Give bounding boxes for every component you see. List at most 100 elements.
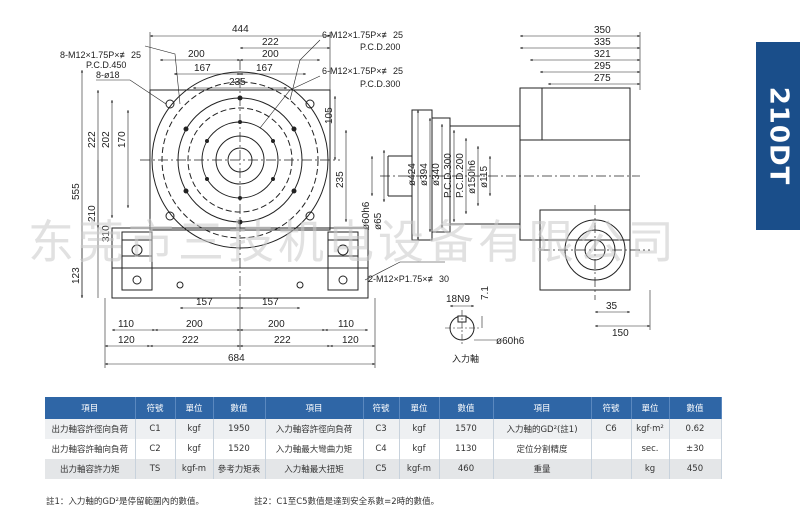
header-item-2: 項目 xyxy=(265,397,364,419)
table-cell: 1520 xyxy=(213,439,266,459)
table-cell: 入力軸最大彎曲力矩 xyxy=(265,439,364,459)
input-shaft-section xyxy=(445,304,498,346)
dim-202: 202 xyxy=(101,131,112,148)
table-cell xyxy=(591,459,632,479)
company-watermark: 东莞市三技机电设备有限公司 xyxy=(28,215,678,269)
header-unit-1: 單位 xyxy=(175,397,214,419)
callout-6-m12-b: 6-M12×1.75P×≢ 25 xyxy=(322,66,403,76)
front-dimension-text: 444 222 200 200 167 167 235 555 222 202 … xyxy=(60,24,403,364)
table-cell: 0.62 xyxy=(669,419,722,439)
dim-d340: ø340 xyxy=(431,163,442,186)
spec-table: 項目 符號 單位 數值 項目 符號 單位 數值 項目 符號 單位 數值 出力軸容… xyxy=(45,397,722,479)
dim-170: 170 xyxy=(117,131,128,148)
callout-pcd450: P.C.D.450 xyxy=(86,60,126,70)
dim-684: 684 xyxy=(228,353,245,364)
table-cell: kgf xyxy=(175,419,214,439)
table-cell: TS xyxy=(135,459,176,479)
dim-200-right: 200 xyxy=(262,49,279,60)
header-item-3: 項目 xyxy=(493,397,592,419)
callout-2-m12: 2-M12×P1.75×≢ 30 xyxy=(368,274,449,284)
header-symbol-1: 符號 xyxy=(135,397,176,419)
header-unit-2: 單位 xyxy=(399,397,440,419)
dim-444: 444 xyxy=(232,24,249,35)
side-dimension-lines xyxy=(364,32,651,330)
dim-167-left: 167 xyxy=(194,63,211,74)
dim-222-v: 222 xyxy=(87,131,98,148)
dim-120-right: 120 xyxy=(342,335,359,346)
dim-d65: ø65 xyxy=(373,212,384,230)
dim-200-left: 200 xyxy=(188,49,205,60)
table-cell: 1570 xyxy=(439,419,494,439)
front-dimension-lines xyxy=(80,32,376,368)
dim-235-v: 235 xyxy=(335,171,346,188)
table-cell: 出力軸容許力矩 xyxy=(45,459,136,479)
dim-pcd300-v: P.C.D.300 xyxy=(443,153,454,198)
footnote-2: 註2：C1至C5數值是達到安全系數=2時的數值。 xyxy=(254,497,440,507)
table-cell: 460 xyxy=(439,459,494,479)
dim-pcd200-v: P.C.D.200 xyxy=(455,153,466,198)
table-cell: sec. xyxy=(631,439,670,459)
table-cell: C3 xyxy=(363,419,400,439)
dim-18n9: 18N9 xyxy=(446,294,470,305)
dim-222-br: 222 xyxy=(274,335,291,346)
front-pad-right xyxy=(327,231,359,291)
dim-222: 222 xyxy=(262,37,279,48)
dim-321: 321 xyxy=(594,49,611,60)
table-cell: 入力軸的GD²(註1) xyxy=(493,419,592,439)
front-bolt-holes xyxy=(183,95,297,225)
side-view xyxy=(380,87,650,300)
dim-222-bl: 222 xyxy=(182,335,199,346)
side-top-block xyxy=(519,87,631,141)
dim-d394: ø394 xyxy=(419,163,430,186)
table-cell: kgf xyxy=(175,439,214,459)
table-cell: 定位分割精度 xyxy=(493,439,592,459)
callout-8-m12: 8-M12×1.75P×≢ 25 xyxy=(60,50,141,60)
table-cell: 入力軸最大扭矩 xyxy=(265,459,364,479)
table-cell: C4 xyxy=(363,439,400,459)
dim-157-left: 157 xyxy=(196,297,213,308)
callout-6-m12-a: 6-M12×1.75P×≢ 25 xyxy=(322,30,403,40)
table-row: 出力軸容許力矩 TS kgf-m 參考力矩表 入力軸最大扭矩 C5 kgf-m … xyxy=(45,459,722,479)
header-item-1: 項目 xyxy=(45,397,136,419)
table-row: 出力軸容許徑向負荷 C1 kgf 1950 入力軸容許徑向負荷 C3 kgf 1… xyxy=(45,419,722,439)
dim-350: 350 xyxy=(594,25,611,36)
header-symbol-3: 符號 xyxy=(591,397,632,419)
table-cell xyxy=(591,439,632,459)
spec-table-header: 項目 符號 單位 數值 項目 符號 單位 數值 項目 符號 單位 數值 xyxy=(45,397,722,419)
header-symbol-2: 符號 xyxy=(363,397,400,419)
table-cell: kgf-m xyxy=(399,459,440,479)
dim-200-bl: 200 xyxy=(186,319,203,330)
model-tag: 210DT xyxy=(756,42,800,230)
header-value-3: 數值 xyxy=(669,397,722,419)
dim-105: 105 xyxy=(324,107,335,124)
dim-120-left: 120 xyxy=(118,335,135,346)
front-pad-left xyxy=(121,231,153,291)
dim-110-left: 110 xyxy=(118,319,134,330)
dim-150: 150 xyxy=(612,328,629,339)
dim-110-right: 110 xyxy=(338,319,354,330)
dim-295: 295 xyxy=(594,61,611,72)
front-view xyxy=(111,60,369,300)
dim-d150h6: ø150h6 xyxy=(467,160,478,194)
table-row: 出力軸容許軸向負荷 C2 kgf 1520 入力軸最大彎曲力矩 C4 kgf 1… xyxy=(45,439,722,459)
dim-235: 235 xyxy=(229,77,246,88)
table-cell: 450 xyxy=(669,459,722,479)
table-cell: 入力軸容許徑向負荷 xyxy=(265,419,364,439)
dim-157-right: 157 xyxy=(262,297,279,308)
dim-d115: ø115 xyxy=(479,166,490,188)
table-cell: 出力軸容許軸向負荷 xyxy=(45,439,136,459)
dim-123: 123 xyxy=(71,267,82,284)
table-cell: C6 xyxy=(591,419,632,439)
callout-pcd300: P.C.D.300 xyxy=(360,79,400,89)
header-value-1: 數值 xyxy=(213,397,266,419)
table-cell: kgf xyxy=(399,439,440,459)
dim-d60h6: ø60h6 xyxy=(361,201,372,230)
dim-d424: ø424 xyxy=(407,163,418,186)
callout-8-d18: 8-ø18 xyxy=(96,70,120,80)
footnote-1: 註1：入力軸的GD²是停留範圍內的數值。 xyxy=(46,497,204,507)
header-value-2: 數值 xyxy=(439,397,494,419)
dim-7-1: 7.1 xyxy=(480,286,491,300)
technical-drawing: 444 222 200 200 167 167 235 555 222 202 … xyxy=(28,24,678,368)
table-cell: 參考力矩表 xyxy=(213,459,266,479)
dim-35: 35 xyxy=(606,301,618,312)
